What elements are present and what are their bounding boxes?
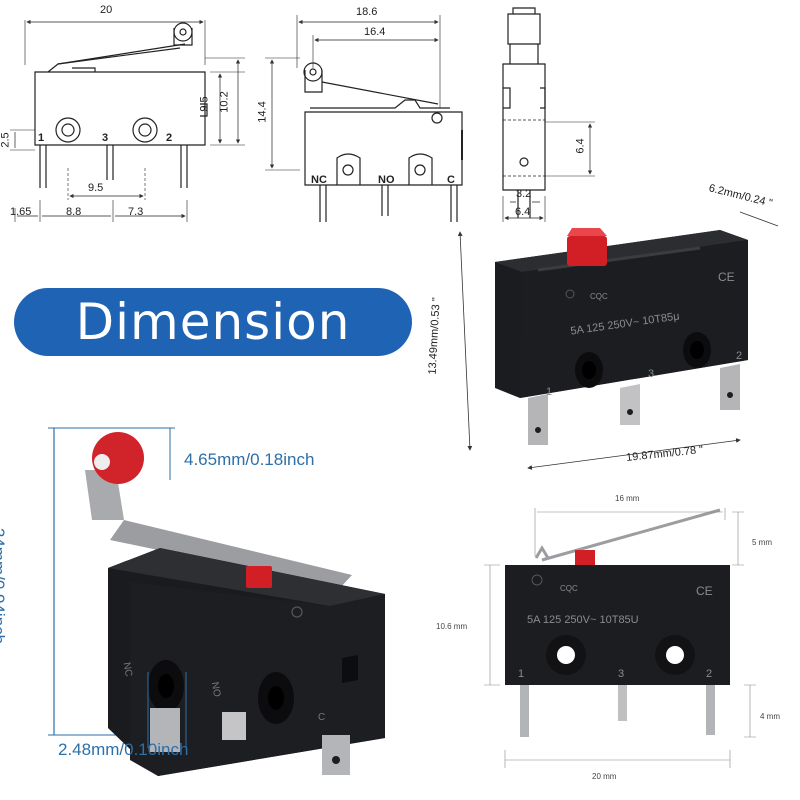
br-ce-mark: CE <box>696 584 713 598</box>
no-label: NO <box>378 174 395 186</box>
nc-label: NC <box>311 174 327 186</box>
dim-7-3: 7.3 <box>128 206 144 218</box>
photo-switch-right <box>457 211 779 470</box>
left-no-label: NO <box>208 681 223 698</box>
dimension-banner: Dimension <box>14 288 412 356</box>
right-pin-3: 3 <box>648 368 655 380</box>
dim-5mm: 5 mm <box>752 538 772 547</box>
drawing-front-view <box>484 508 756 768</box>
dim-20: 20 <box>100 4 113 16</box>
cqc-mark: CQC <box>590 292 608 301</box>
br-pin-3: 3 <box>618 668 625 680</box>
drawing-side-view-2 <box>265 15 463 222</box>
drawing-side-view-1 <box>10 19 245 222</box>
dim-20mm: 20 mm <box>592 772 617 781</box>
br-pin-2: 2 <box>706 668 713 680</box>
dim-3-2: 3.2 <box>516 188 532 200</box>
br-cqc-mark: CQC <box>560 584 578 593</box>
dim-6-4a: 6.4 <box>574 138 587 154</box>
left-c-label: C <box>318 712 326 723</box>
dim-2-5: 2.5 <box>0 132 12 148</box>
pin-1-label: 1 <box>38 132 45 144</box>
c-label: C <box>447 174 455 186</box>
ce-mark: CE <box>718 270 735 284</box>
roller-dim-label: 4.65mm/0.18inch <box>184 450 315 469</box>
dim-10-6mm: 10.6 mm <box>436 622 468 631</box>
dim-9-5b: 9.5 <box>88 182 104 194</box>
left-nc-label: NC <box>120 661 134 678</box>
dim-16-4: 16.4 <box>364 26 386 38</box>
dim-18-6: 18.6 <box>356 6 378 18</box>
dim-6-4b: 6.4 <box>515 206 531 218</box>
pin-3-label: 3 <box>102 132 109 144</box>
drawing-end-view <box>502 7 595 222</box>
photo-switch-left <box>48 427 385 776</box>
dim-10-2: 10.2 <box>218 91 231 113</box>
br-marking: 5A 125 250V~ 10T85U <box>527 614 639 626</box>
banner-title: Dimension <box>75 293 351 351</box>
br-pin-1: 1 <box>518 668 525 680</box>
right-pin-1: 1 <box>546 386 553 398</box>
pin-2-label: 2 <box>166 132 173 144</box>
pin-spacing-label: 2.48mm/0.10inch <box>58 740 189 759</box>
dim-1-65: 1.65 <box>10 206 32 218</box>
right-pin-2: 2 <box>736 350 743 362</box>
total-height-label: 24mm/0.94inch <box>0 527 9 645</box>
dim-9-5a: 9.5 <box>198 96 211 112</box>
dim-8-8: 8.8 <box>66 206 82 218</box>
dim-4mm: 4 mm <box>760 712 780 721</box>
dim-14-4: 14.4 <box>256 101 269 123</box>
dim-16mm: 16 mm <box>615 494 640 503</box>
